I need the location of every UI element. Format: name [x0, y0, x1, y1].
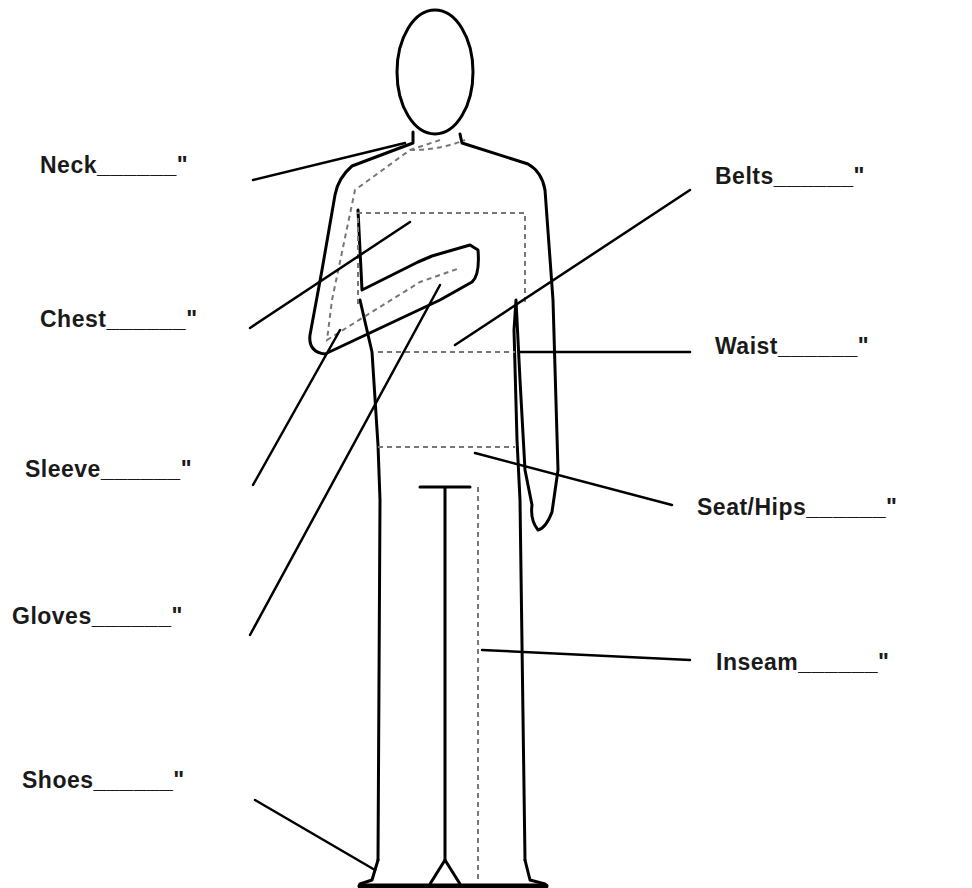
- leader-line: [250, 285, 440, 635]
- measurement-label: Sleeve______": [25, 457, 192, 482]
- feet: [360, 860, 545, 884]
- leader-line: [255, 800, 375, 870]
- leader-line: [475, 453, 672, 505]
- leader-line: [482, 650, 690, 660]
- inseam-dashed: [477, 487, 479, 882]
- leader-line: [253, 330, 340, 485]
- leader-line: [520, 351, 690, 354]
- waist-dashed: [378, 351, 515, 353]
- measurement-label: Waist______": [715, 334, 869, 359]
- head: [397, 10, 473, 134]
- measurement-label: Inseam______": [716, 650, 889, 675]
- measurement-label: Gloves______": [12, 604, 183, 629]
- measurement-label: Shoes______": [22, 768, 185, 793]
- measurement-label: Belts______": [715, 164, 865, 189]
- leader-line: [455, 190, 690, 345]
- sleeve-dashed: [327, 140, 460, 340]
- leader-line: [253, 143, 405, 180]
- crotch: [420, 487, 470, 860]
- measurement-label: Chest______": [40, 307, 198, 332]
- measurement-label: Neck______": [40, 153, 188, 178]
- ground-bar: [360, 884, 546, 888]
- leader-line: [250, 222, 410, 328]
- body-outline: [310, 132, 558, 860]
- hips-dashed: [378, 446, 515, 448]
- chest-dashed: [358, 213, 525, 305]
- measurement-label: Seat/Hips______": [697, 495, 897, 520]
